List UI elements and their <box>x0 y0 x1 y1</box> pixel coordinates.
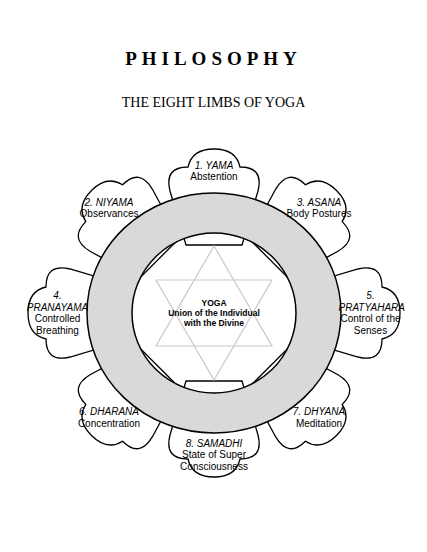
center-circle: YOGAUnion of the Individual with the Div… <box>139 238 289 388</box>
limb-name: 8. SAMADHI <box>168 438 260 450</box>
petal-text: 1. YAMAAbstention <box>168 160 260 183</box>
limb-name: 5. PRATYAHARA <box>339 290 403 313</box>
petal-text: 4. PRANAYAMAControlled Breathing <box>26 290 90 336</box>
limb-name: 6. DHARANA <box>70 406 148 418</box>
page-title: PHILOSOPHY <box>0 48 427 70</box>
limb-name: 1. YAMA <box>168 160 260 172</box>
limb-meaning: Body Postures <box>280 208 358 220</box>
petal-text: 3. ASANABody Postures <box>280 197 358 220</box>
petal-text: 5. PRATYAHARAControl of the Senses <box>339 290 403 336</box>
limb-meaning: Control of the Senses <box>339 313 403 336</box>
petal-text: 2. NIYAMAObservances <box>70 197 148 220</box>
center-body: Union of the Individual with the Divine <box>161 308 267 328</box>
petal-text: 7. DHYANAMeditation <box>280 406 358 429</box>
limb-meaning: State of Super Consciousness <box>168 449 260 472</box>
petal-text: 6. DHARANAConcentration <box>70 406 148 429</box>
limb-name: 4. PRANAYAMA <box>26 290 90 313</box>
limb-meaning: Controlled Breathing <box>26 313 90 336</box>
center-heading: YOGA <box>161 298 267 308</box>
subtitle: THE EIGHT LIMBS OF YOGA <box>0 95 427 111</box>
limb-meaning: Observances <box>70 208 148 220</box>
limb-name: 2. NIYAMA <box>70 197 148 209</box>
limb-meaning: Abstention <box>168 171 260 183</box>
limb-meaning: Meditation <box>280 418 358 430</box>
petal-text: 8. SAMADHIState of Super Consciousness <box>168 438 260 473</box>
limb-meaning: Concentration <box>70 418 148 430</box>
limb-name: 3. ASANA <box>280 197 358 209</box>
center-text: YOGAUnion of the Individual with the Div… <box>161 298 267 329</box>
limb-name: 7. DHYANA <box>280 406 358 418</box>
